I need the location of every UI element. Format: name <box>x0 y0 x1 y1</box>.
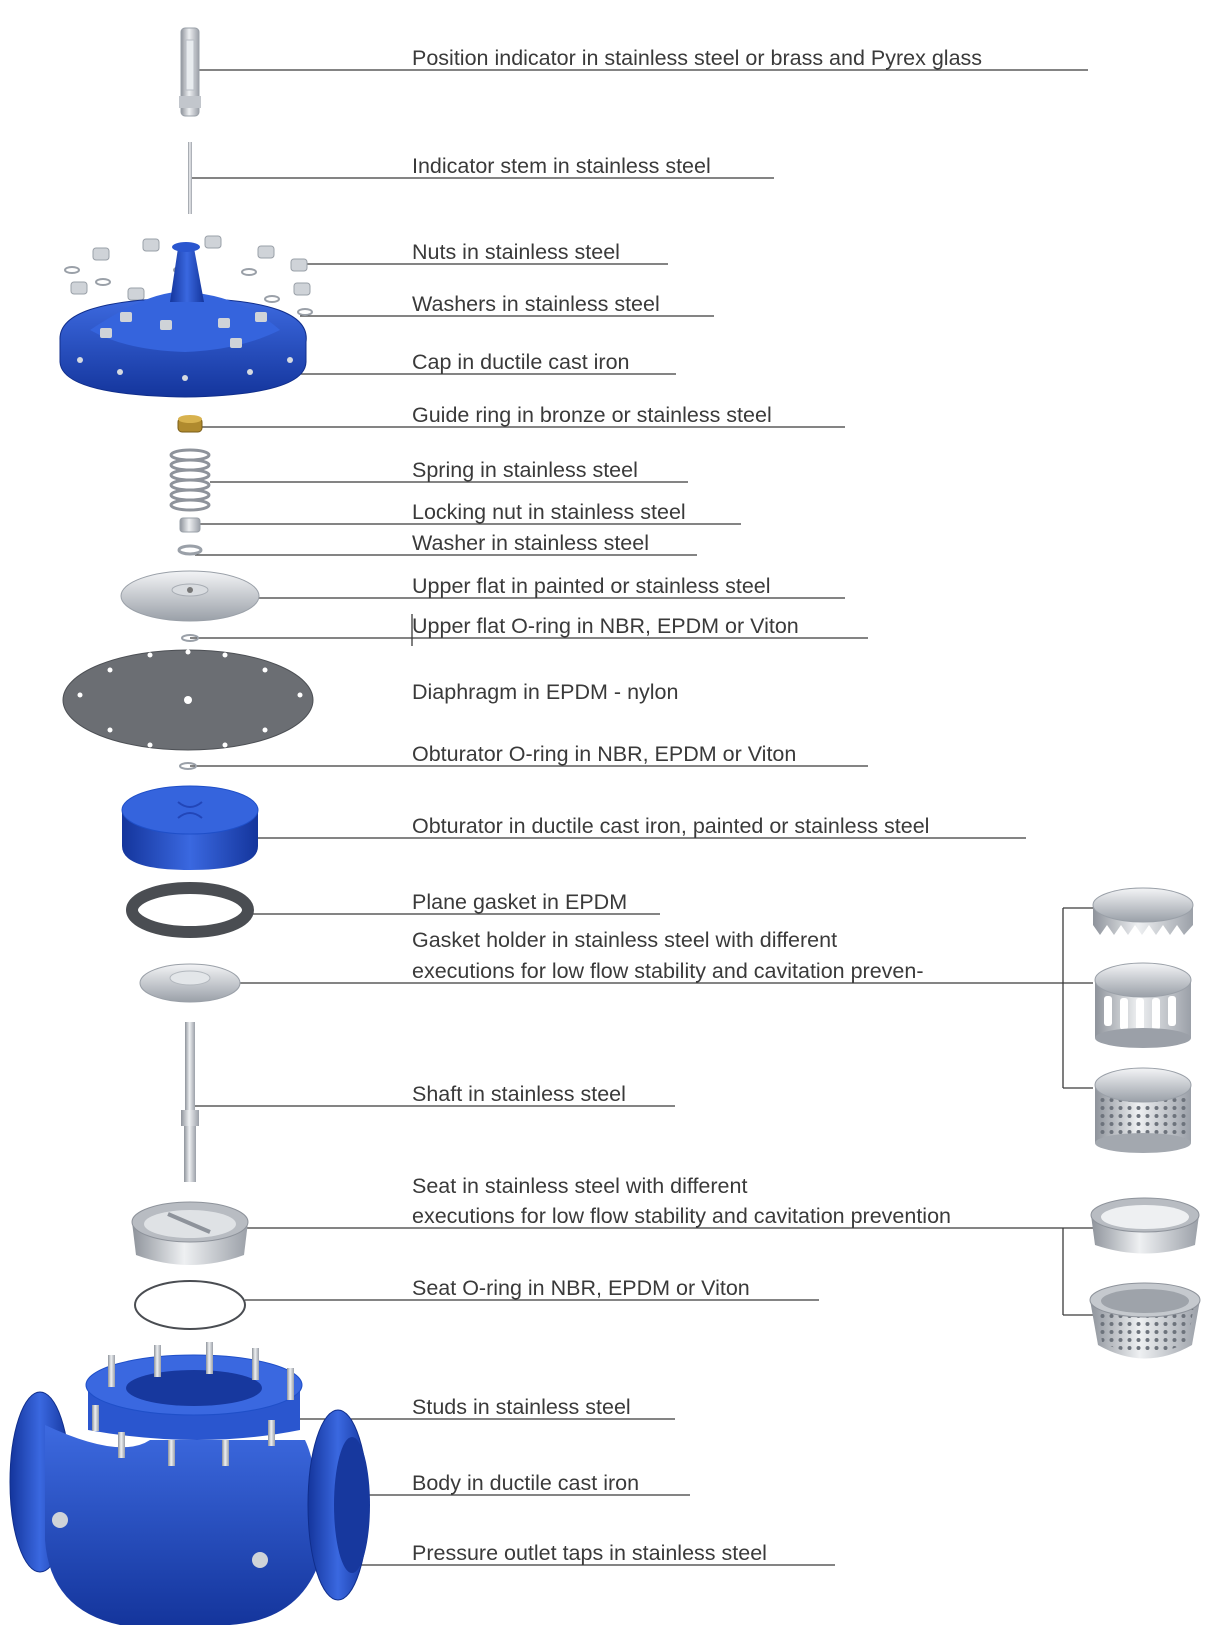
label-locking-nut: Locking nut in stainless steel <box>412 500 686 524</box>
seat-part <box>132 1202 248 1265</box>
label-body: Body in ductile cast iron <box>412 1471 639 1495</box>
gasket-holder-variant-perforated <box>1095 1068 1191 1153</box>
label-gasket-holder-line2: executions for low flow stability and ca… <box>412 959 923 983</box>
gasket-holder-variant-crown <box>1093 888 1193 935</box>
label-shaft: Shaft in stainless steel <box>412 1082 626 1106</box>
seat-variant-ring <box>1091 1198 1199 1254</box>
diaphragm-part <box>63 650 313 751</box>
seat-variant-perforated <box>1090 1283 1200 1359</box>
label-obturator: Obturator in ductile cast iron, painted … <box>412 814 929 838</box>
body-part <box>10 1355 370 1625</box>
label-studs: Studs in stainless steel <box>412 1395 631 1419</box>
label-diaphragm: Diaphragm in EPDM - nylon <box>412 680 678 704</box>
gasket-holder-variant-slotted <box>1095 963 1191 1048</box>
seat-oring-part <box>135 1281 245 1329</box>
indicator-stem-part <box>188 142 192 214</box>
label-nuts: Nuts in stainless steel <box>412 240 620 264</box>
washer-part <box>179 546 201 554</box>
label-obturator-oring: Obturator O-ring in NBR, EPDM or Viton <box>412 742 796 766</box>
label-upper-flat-oring: Upper flat O-ring in NBR, EPDM or Viton <box>412 614 799 638</box>
label-pressure-taps: Pressure outlet taps in stainless steel <box>412 1541 767 1565</box>
shaft-part <box>181 1022 199 1182</box>
locking-nut-part <box>180 518 200 532</box>
label-cap: Cap in ductile cast iron <box>412 350 630 374</box>
label-washers: Washers in stainless steel <box>412 292 660 316</box>
label-position-indicator: Position indicator in stainless steel or… <box>412 46 982 70</box>
label-spring: Spring in stainless steel <box>412 458 638 482</box>
label-gasket-holder-line1: Gasket holder in stainless steel with di… <box>412 928 837 952</box>
cap-part <box>60 242 306 397</box>
obturator-part <box>122 786 258 870</box>
label-guide-ring: Guide ring in bronze or stainless steel <box>412 403 772 427</box>
label-seat-oring: Seat O-ring in NBR, EPDM or Viton <box>412 1276 750 1300</box>
upper-flat-part <box>121 571 259 621</box>
plane-gasket-part <box>132 888 248 932</box>
spring-part <box>171 450 209 510</box>
gasket-holder-part <box>140 964 240 1002</box>
label-seat-line2: executions for low flow stability and ca… <box>412 1204 951 1228</box>
label-washer: Washer in stainless steel <box>412 531 649 555</box>
guide-ring-part <box>178 415 202 432</box>
label-seat-line1: Seat in stainless steel with different <box>412 1174 747 1198</box>
position-indicator-part <box>179 28 201 116</box>
label-plane-gasket: Plane gasket in EPDM <box>412 890 627 914</box>
label-indicator-stem: Indicator stem in stainless steel <box>412 154 711 178</box>
label-upper-flat: Upper flat in painted or stainless steel <box>412 574 771 598</box>
